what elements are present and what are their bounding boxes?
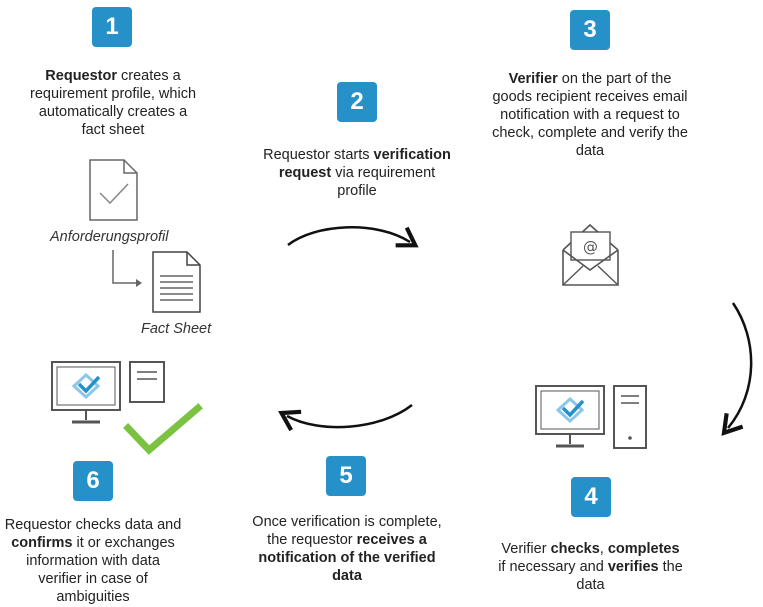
step-2-badge: 2 xyxy=(337,82,377,122)
step-text-fragment: Verifier xyxy=(501,541,551,557)
verification-logo-icon xyxy=(555,396,585,424)
step-5-description: Once verification is complete, the reque… xyxy=(252,513,442,585)
step-2-description: Requestor starts verification request vi… xyxy=(262,146,452,200)
step-text-fragment: Verifier xyxy=(508,71,558,87)
email-envelope-icon: @ xyxy=(562,223,619,286)
step-6-description: Requestor checks data and confirms it or… xyxy=(3,516,183,606)
step-5-badge: 5 xyxy=(326,456,366,496)
flow-arrow-step3-to-step4 xyxy=(721,302,753,436)
step-4-badge: 4 xyxy=(571,477,611,517)
step-text-fragment: verification request xyxy=(278,147,451,181)
step-text-fragment: Requestor starts xyxy=(263,147,374,163)
step-text-fragment: Requestor xyxy=(45,68,118,84)
profile-to-factsheet-arrow xyxy=(112,250,142,287)
step-text-fragment: completes xyxy=(607,541,680,557)
verifier-computer-icon xyxy=(535,385,647,449)
flow-arrow-step4-to-step6 xyxy=(278,404,413,432)
step-1-badge: 1 xyxy=(92,7,132,47)
step-text-fragment: on the part of the goods recipient recei… xyxy=(492,71,688,159)
fact-sheet-document-icon xyxy=(152,251,201,313)
requirement-profile-label: Anforderungsprofil xyxy=(50,229,169,245)
flow-arrow-step1-to-step3 xyxy=(287,226,419,248)
requirement-profile-document-icon xyxy=(89,159,138,221)
fact-sheet-label: Fact Sheet xyxy=(141,321,212,337)
step-text-fragment: if necessary and xyxy=(498,559,608,575)
requestor-computer-icon xyxy=(51,361,165,424)
step-text-fragment: , xyxy=(599,541,608,557)
step-text-fragment: Once verification is complete, the reque… xyxy=(252,514,442,548)
step-text-fragment: receives a notification of the verified … xyxy=(258,532,436,584)
svg-text:@: @ xyxy=(583,238,598,256)
step-text-fragment: checks xyxy=(550,541,600,557)
step-3-badge: 3 xyxy=(570,10,610,50)
step-text-fragment: creates a requirement profile, which aut… xyxy=(29,68,197,138)
step-1-description: Requestor creates a requirement profile,… xyxy=(28,67,198,139)
step-6-badge: 6 xyxy=(73,461,113,501)
step-4-description: Verifier checks, completes if necessary … xyxy=(498,540,683,594)
step-text-fragment: confirms xyxy=(11,535,73,551)
step-text-fragment: via requirement profile xyxy=(331,165,436,199)
step-3-description: Verifier on the part of the goods recipi… xyxy=(490,70,690,160)
step-text-fragment: it or exchanges information with data ve… xyxy=(26,535,175,605)
step-text-fragment: the data xyxy=(576,559,683,593)
confirm-check-icon xyxy=(123,403,203,455)
verification-logo-icon xyxy=(71,372,101,400)
step-text-fragment: Requestor checks data and xyxy=(4,517,182,533)
step-text-fragment: verifies xyxy=(607,559,659,575)
